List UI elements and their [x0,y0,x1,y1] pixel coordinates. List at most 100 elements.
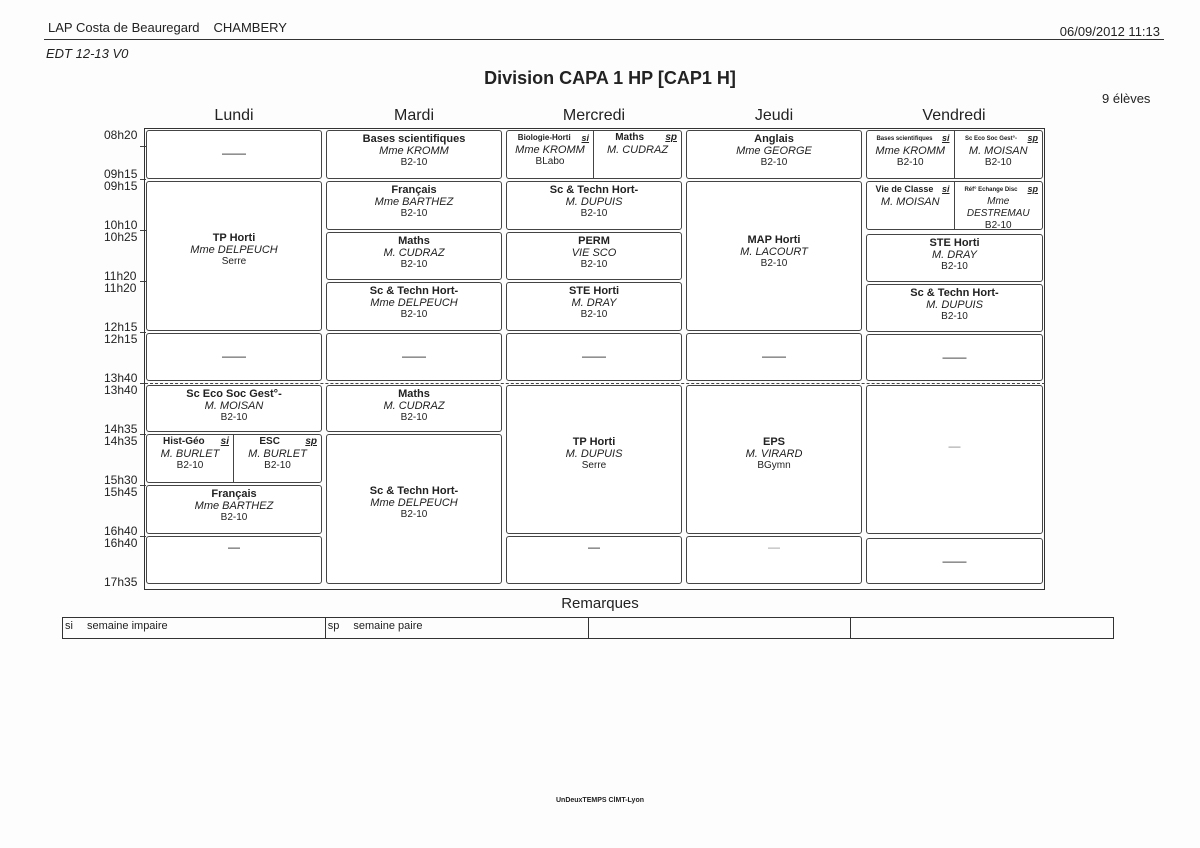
empty-marker: — [588,540,600,554]
slot-tue-1215[interactable]: —— [326,333,502,381]
time-label: 11h20 [104,281,137,295]
course-teacher: M. DRAY [571,297,617,309]
course-room: B2-10 [400,509,428,520]
slot-mon-0820[interactable]: —— [146,130,322,179]
slot-fri-1640[interactable]: —— [866,538,1043,584]
empty-marker: — [768,540,780,554]
slot-wed-1215[interactable]: —— [506,333,682,381]
slot-wed-1025[interactable]: PERM VIE SCO B2-10 [506,232,682,280]
course-subject: TP Horti [212,232,256,244]
lunch-divider [145,383,1045,384]
slot-mon-1340[interactable]: Sc Eco Soc Gest°- M. MOISAN B2-10 [146,385,322,432]
slot-wed-1340[interactable]: TP Horti M. DUPUIS Serre [506,385,682,534]
course-subject: MAP Horti [747,234,801,246]
course-subject: PERM [578,235,610,247]
course-subject: Anglais [754,133,794,145]
course-room: B2-10 [400,208,428,219]
course-teacher: M. DUPUIS [565,448,623,460]
course-teacher: M. DUPUIS [926,299,983,311]
time-label: 13h40 [104,371,138,385]
course-room: B2-10 [896,157,924,168]
course-room: B2-10 [580,208,608,219]
slot-wed-1640[interactable]: — [506,536,682,584]
course-room: B2-10 [984,157,1012,168]
remarks-title: Remarques [561,595,639,612]
course-teacher: Mme KROMM [515,144,585,156]
timetable-grid [144,128,1045,590]
slot-tue-1025[interactable]: Maths M. CUDRAZ B2-10 [326,232,502,280]
course-teacher: M. CUDRAZ [383,400,445,412]
day-header-friday: Vendredi [922,107,986,124]
course-subject: Bases scientifiques [876,136,933,142]
course-room: B2-10 [400,412,428,423]
slot-mon-1640[interactable]: — [146,536,322,584]
week-code: sp [305,436,317,447]
course-subject: Maths [398,388,430,400]
slot-thu-0820[interactable]: Anglais Mme GEORGE B2-10 [686,130,862,179]
software-footer: UnDeuxTEMPS ClMT-Lyon [555,797,645,804]
course-room: B2-10 [760,258,788,269]
empty-marker: —— [762,349,786,363]
slot-fri-1340[interactable]: — [866,385,1043,534]
tick [140,332,146,333]
day-header-monday: Lundi [214,107,254,124]
week-code: sp [1027,133,1038,143]
course-teacher: M. MOISAN [968,145,1028,157]
empty-marker: —— [222,146,246,160]
slot-wed-1120[interactable]: STE Horti M. DRAY B2-10 [506,282,682,331]
course-room: B2-10 [400,157,428,168]
slot-thu-0915[interactable]: MAP Horti M. LACOURT B2-10 [686,181,862,331]
course-teacher: Mme DELPEUCH [190,244,278,256]
slot-fri-1025[interactable]: STE Horti M. DRAY B2-10 [866,234,1043,282]
slot-thu-1340[interactable]: EPS M. VIRARD BGymn [686,385,862,534]
slot-mon-0915[interactable]: TP Horti Mme DELPEUCH Serre [146,181,322,331]
print-datetime: 06/09/2012 11:13 [1059,24,1160,39]
course-subject: Français [391,184,437,196]
course-teacher: Mme DELPEUCH [370,497,458,509]
slot-thu-1640[interactable]: — [686,536,862,584]
tick [140,434,146,435]
time-label: 17h35 [104,575,138,589]
day-header-wednesday: Mercredi [562,107,626,124]
course-room: Serre [221,256,247,267]
slot-mon-1545[interactable]: Français Mme BARTHEZ B2-10 [146,485,322,534]
slot-tue-1435[interactable]: Sc & Techn Hort- Mme DELPEUCH B2-10 [326,434,502,584]
course-subject: Sc & Techn Hort- [910,287,999,299]
course-teacher: M. BURLET [160,448,220,460]
slot-tue-1340[interactable]: Maths M. CUDRAZ B2-10 [326,385,502,432]
slot-wed-0915[interactable]: Sc & Techn Hort- M. DUPUIS B2-10 [506,181,682,230]
course-room: B2-10 [760,157,788,168]
tick [140,281,146,282]
day-header-thursday: Jeudi [754,107,794,124]
slot-tue-0820[interactable]: Bases scientifiques Mme KROMM B2-10 [326,130,502,179]
course-teacher: M. VIRARD [745,448,803,460]
course-teacher: M. CUDRAZ [383,247,445,259]
slot-fri-1215[interactable]: —— [866,334,1043,381]
week-description: semaine impaire [86,620,168,632]
split-course-even[interactable]: Sc Eco Soc Gest°-sp M. MOISAN B2-10 [955,131,1043,178]
time-label: 16h40 [104,536,138,550]
course-room: B2-10 [941,311,968,322]
course-teacher: VIE SCO [571,247,617,259]
slot-mon-1215[interactable]: —— [146,333,322,381]
slot-tue-1120[interactable]: Sc & Techn Hort- Mme DELPEUCH B2-10 [326,282,502,331]
student-count: 9 élèves [1102,91,1151,106]
tick [140,179,146,180]
slot-fri-1120[interactable]: Sc & Techn Hort- M. DUPUIS B2-10 [866,284,1043,332]
slot-tue-0915[interactable]: Français Mme BARTHEZ B2-10 [326,181,502,230]
course-subject: Bases scientifiques [362,133,466,145]
slot-thu-1215[interactable]: —— [686,333,862,381]
empty-marker: —— [942,350,967,364]
